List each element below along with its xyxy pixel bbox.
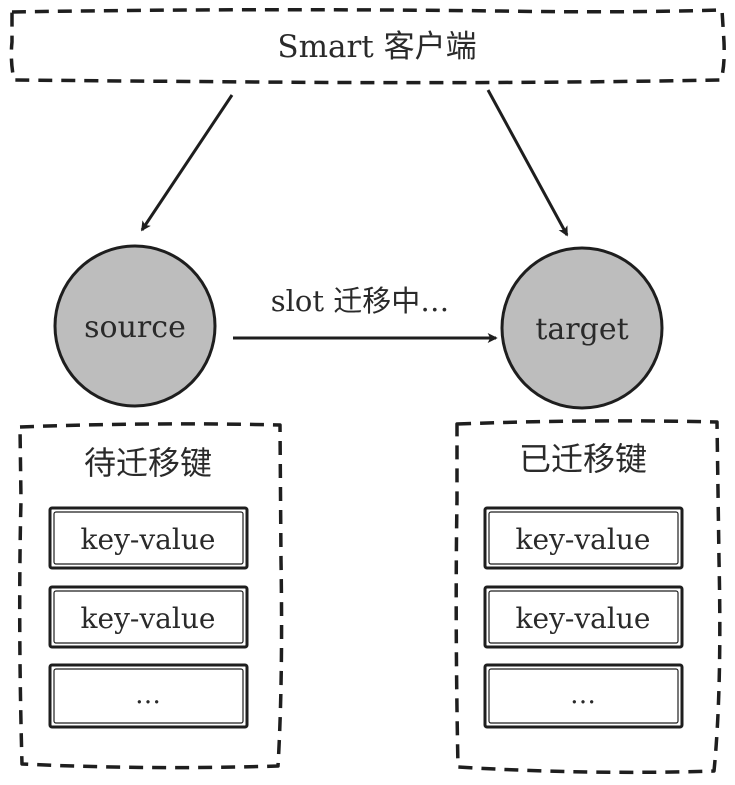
list-item-label: key-value xyxy=(81,602,216,635)
list-item: … xyxy=(48,663,249,729)
arrow-client-to-source xyxy=(140,94,234,232)
migration-label: slot 迁移中… xyxy=(271,284,450,318)
arrow-client-to-target xyxy=(486,89,569,237)
list-item: key-value xyxy=(48,506,249,570)
target-label: target xyxy=(535,312,628,347)
list-item: key-value xyxy=(48,585,249,649)
source-label: source xyxy=(84,310,186,345)
list-item: … xyxy=(483,663,684,729)
migrated-keys-group: 已迁移键 key-value key-value … xyxy=(454,419,722,775)
list-item-label: key-value xyxy=(516,602,651,635)
smart-client-box: Smart 客户端 xyxy=(9,7,726,85)
source-node: source xyxy=(53,244,217,408)
list-item: key-value xyxy=(483,585,684,649)
migrated-keys-title: 已迁移键 xyxy=(519,440,647,478)
list-item-label: key-value xyxy=(81,523,216,556)
pending-keys-group: 待迁移键 key-value key-value … xyxy=(17,422,284,770)
list-item-label: key-value xyxy=(516,523,651,556)
list-item-label: … xyxy=(570,680,596,710)
smart-client-label: Smart 客户端 xyxy=(277,29,476,65)
list-item-label: … xyxy=(135,680,161,710)
list-item: key-value xyxy=(483,506,684,570)
pending-keys-title: 待迁移键 xyxy=(84,444,212,482)
target-node: target xyxy=(500,246,664,410)
